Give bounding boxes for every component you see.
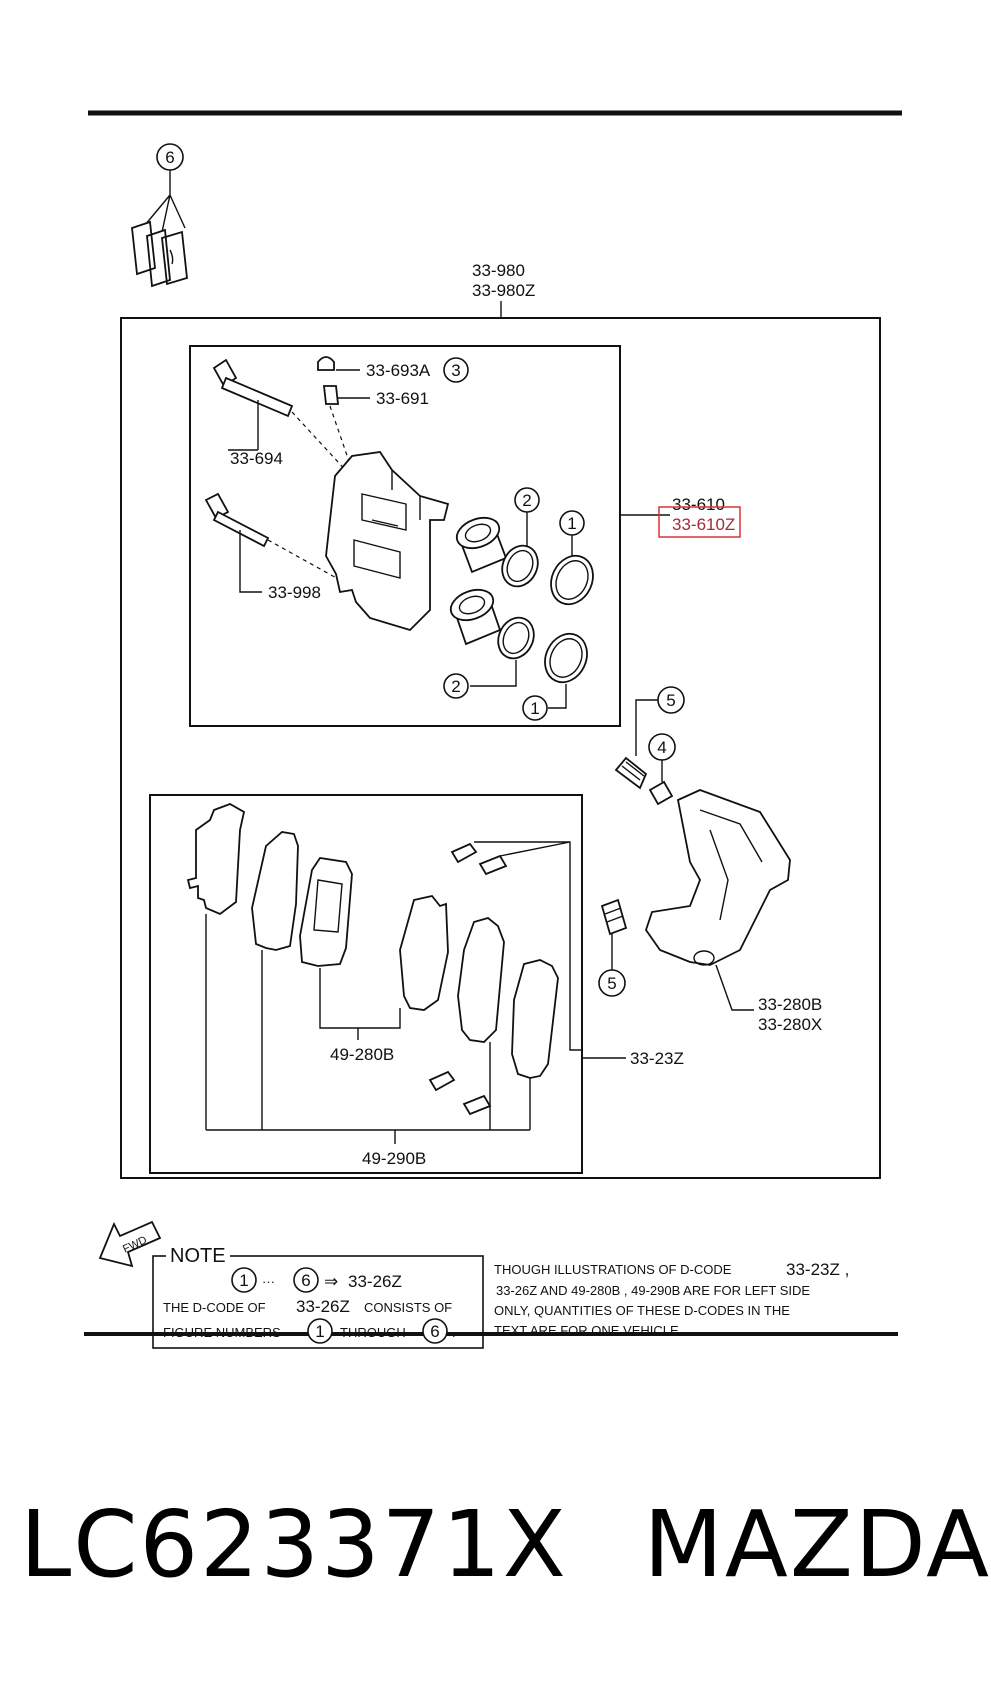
brand-name: MAZDA bbox=[643, 1491, 991, 1598]
note-circle-1b bbox=[307, 1318, 333, 1344]
label-33-980z: 33-980Z bbox=[472, 281, 535, 300]
ref-5-lower-text: 5 bbox=[607, 974, 616, 993]
ref-2-upper-text: 2 bbox=[522, 491, 531, 510]
ref-circle-2-lower bbox=[443, 673, 469, 699]
seal-kit-icon bbox=[131, 220, 188, 288]
label-33-980: 33-980 bbox=[472, 261, 525, 280]
assembly-frame bbox=[120, 317, 881, 1179]
label-33-610z: 33-610Z bbox=[672, 515, 735, 534]
note-line3-d: 6 bbox=[430, 1322, 439, 1341]
mounting-bracket: 5 33-280B 33-280X bbox=[598, 789, 822, 1034]
boot-lower-icon bbox=[600, 898, 628, 936]
note-line3-a: FIGURE NUMBERS bbox=[163, 1325, 281, 1340]
ref-6-text: 6 bbox=[165, 148, 174, 167]
note-line2-b: 33-26Z bbox=[296, 1297, 350, 1316]
guide-pin-upper: 33-694 bbox=[212, 358, 351, 476]
bleeder-group: 33-693A 3 33-691 bbox=[317, 356, 469, 471]
seal-kit-group: 6 bbox=[131, 143, 188, 288]
ref-circle-3 bbox=[443, 357, 469, 383]
caliper-body bbox=[325, 451, 450, 632]
note-line3-b: 1 bbox=[315, 1322, 324, 1341]
bushing-icon bbox=[648, 780, 674, 806]
note-title: NOTE bbox=[170, 1245, 226, 1267]
brake-pads: 49-280B 49-290B 33-23Z bbox=[186, 803, 684, 1168]
note-box: NOTE 1 ··· 6 ⇒ 33-26Z THE D-CODE OF 33-2… bbox=[152, 1244, 484, 1349]
highlight-box bbox=[658, 506, 741, 538]
label-33-280b: 33-280B bbox=[758, 995, 822, 1014]
guide-pin-lower: 33-998 bbox=[204, 492, 341, 602]
pistons bbox=[449, 516, 508, 646]
bleeder-cap-icon bbox=[317, 356, 335, 371]
label-49-280b: 49-280B bbox=[330, 1045, 394, 1064]
label-33-280x: 33-280X bbox=[758, 1015, 822, 1034]
label-33-998: 33-998 bbox=[268, 583, 321, 602]
note-line2-a: THE D-CODE OF bbox=[163, 1300, 266, 1315]
label-33-23z: 33-23Z bbox=[630, 1049, 684, 1068]
note-circle-1 bbox=[231, 1267, 257, 1293]
ref-4-text: 4 bbox=[657, 738, 666, 757]
part-number: LC623371X bbox=[20, 1491, 568, 1598]
caliper-frame bbox=[189, 345, 621, 727]
parts-diagram: 6 33-980 33-980Z 33-694 33-693A 3 33-691… bbox=[84, 110, 902, 1349]
note-circle-6 bbox=[293, 1267, 319, 1293]
side-note-line2: 33-26Z AND 49-280B , 49-290B ARE FOR LEF… bbox=[496, 1283, 810, 1298]
note-range-start: 1 bbox=[239, 1271, 248, 1290]
side-note-line3: ONLY, QUANTITIES OF THESE D-CODES IN THE bbox=[494, 1303, 790, 1318]
side-note-line4: TEXT ARE FOR ONE VEHICLE. bbox=[494, 1323, 682, 1338]
ref-5-upper-text: 5 bbox=[666, 691, 675, 710]
dust-boots: 1 1 bbox=[522, 510, 594, 721]
label-33-693a: 33-693A bbox=[366, 361, 431, 380]
note-range-dots: ··· bbox=[262, 1274, 275, 1289]
label-49-290b: 49-290B bbox=[362, 1149, 426, 1168]
label-33-691: 33-691 bbox=[376, 389, 429, 408]
ref-2-lower-text: 2 bbox=[451, 677, 460, 696]
label-33-610: 33-610 bbox=[672, 495, 725, 514]
note-arrow: ⇒ bbox=[324, 1272, 338, 1291]
note-line2-c: CONSISTS OF bbox=[364, 1300, 452, 1315]
label-33-694: 33-694 bbox=[230, 449, 283, 468]
bleeder-screw-icon bbox=[322, 385, 340, 405]
side-note-line1-a: THOUGH ILLUSTRATIONS OF D-CODE bbox=[494, 1262, 732, 1277]
fwd-arrow-group: FWD bbox=[98, 1220, 162, 1268]
piston-seals: 2 2 bbox=[443, 487, 540, 699]
note-line3-e: . bbox=[452, 1325, 456, 1340]
pads-frame bbox=[149, 794, 583, 1174]
note-range-end: 6 bbox=[301, 1271, 310, 1290]
note-line3-c: THROUGH bbox=[340, 1325, 406, 1340]
note-kit-code: 33-26Z bbox=[348, 1272, 402, 1291]
note-circle-6b bbox=[422, 1318, 448, 1344]
side-note: THOUGH ILLUSTRATIONS OF D-CODE 33-23Z , … bbox=[494, 1260, 849, 1338]
ref-1-upper-text: 1 bbox=[567, 514, 576, 533]
side-note-line1-b: 33-23Z , bbox=[786, 1260, 849, 1279]
ref-1-lower-text: 1 bbox=[530, 699, 539, 718]
ref-circle-1-lower bbox=[522, 695, 548, 721]
ref-3-text: 3 bbox=[451, 361, 460, 380]
fwd-arrow-icon bbox=[98, 1220, 162, 1268]
footer: LC623371X MAZDA bbox=[0, 1490, 991, 1640]
boot-bushing-group: 5 4 bbox=[614, 686, 685, 806]
